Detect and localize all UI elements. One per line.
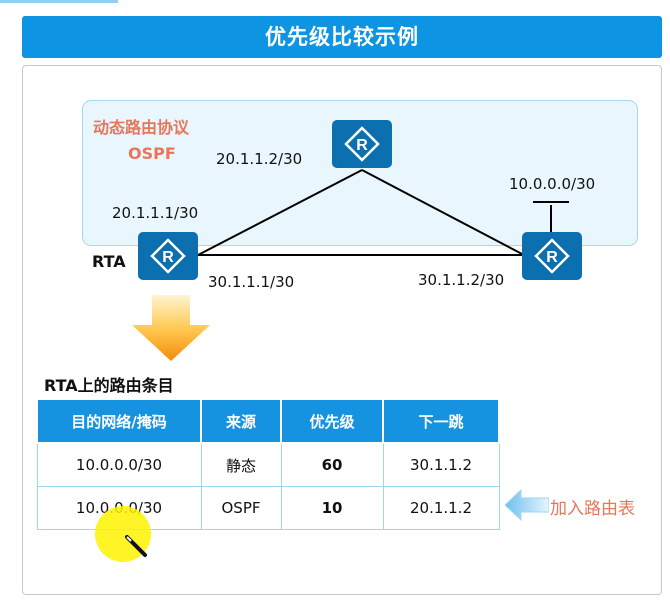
protocol-name: OSPF — [128, 144, 176, 163]
header-priority: 优先级 — [280, 398, 384, 444]
header-next-hop: 下一跳 — [382, 398, 500, 444]
router-icon: R — [534, 238, 570, 274]
router-icon: R — [344, 126, 380, 162]
route-table-title: RTA上的路由条目 — [44, 376, 174, 395]
top-router-ip: 20.1.1.2/30 — [216, 150, 303, 168]
table-row: 10.0.0.0/30 静态 60 30.1.1.2 — [36, 442, 500, 487]
svg-text:R: R — [546, 249, 558, 266]
router-rta[interactable]: R — [138, 232, 198, 280]
down-arrow-icon — [132, 295, 210, 361]
cell-priority: 10 — [280, 486, 384, 530]
protocol-title: 动态路由协议 — [93, 118, 190, 137]
link-top-right — [361, 169, 525, 256]
top-accent-line — [0, 0, 118, 3]
header-source: 来源 — [200, 398, 282, 444]
table-row: 10.0.0.0/30 OSPF 10 20.1.1.2 — [36, 486, 500, 530]
cell-priority: 60 — [280, 442, 384, 487]
cell-destination: 10.0.0.0/30 — [36, 442, 202, 487]
router-top[interactable]: R — [332, 120, 392, 168]
stub-network-label: 10.0.0.0/30 — [509, 175, 596, 193]
cell-next-hop: 30.1.1.2 — [382, 442, 500, 487]
cell-source: 静态 — [200, 442, 282, 487]
right-router-ip: 30.1.1.2/30 — [418, 271, 505, 289]
rta-label: RTA — [92, 252, 126, 271]
header-destination: 目的网络/掩码 — [36, 398, 202, 444]
svg-text:R: R — [356, 137, 368, 154]
left-arrow-icon — [505, 488, 549, 522]
rta-ip-bottom: 30.1.1.1/30 — [208, 273, 295, 291]
pen-pointer-icon — [125, 535, 147, 557]
slide-title: 优先级比较示例 — [22, 16, 662, 58]
router-right[interactable]: R — [522, 232, 582, 280]
cell-source: OSPF — [200, 486, 282, 530]
router-icon: R — [150, 238, 186, 274]
link-rta-top — [197, 169, 363, 256]
table-header-row: 目的网络/掩码 来源 优先级 下一跳 — [36, 398, 500, 444]
svg-text:R: R — [162, 249, 174, 266]
add-to-route-table-label: 加入路由表 — [550, 499, 635, 519]
rta-ip-top: 20.1.1.1/30 — [112, 204, 199, 222]
route-table: 目的网络/掩码 来源 优先级 下一跳 10.0.0.0/30 静态 60 30.… — [36, 398, 500, 530]
cell-next-hop: 20.1.1.2 — [382, 486, 500, 530]
